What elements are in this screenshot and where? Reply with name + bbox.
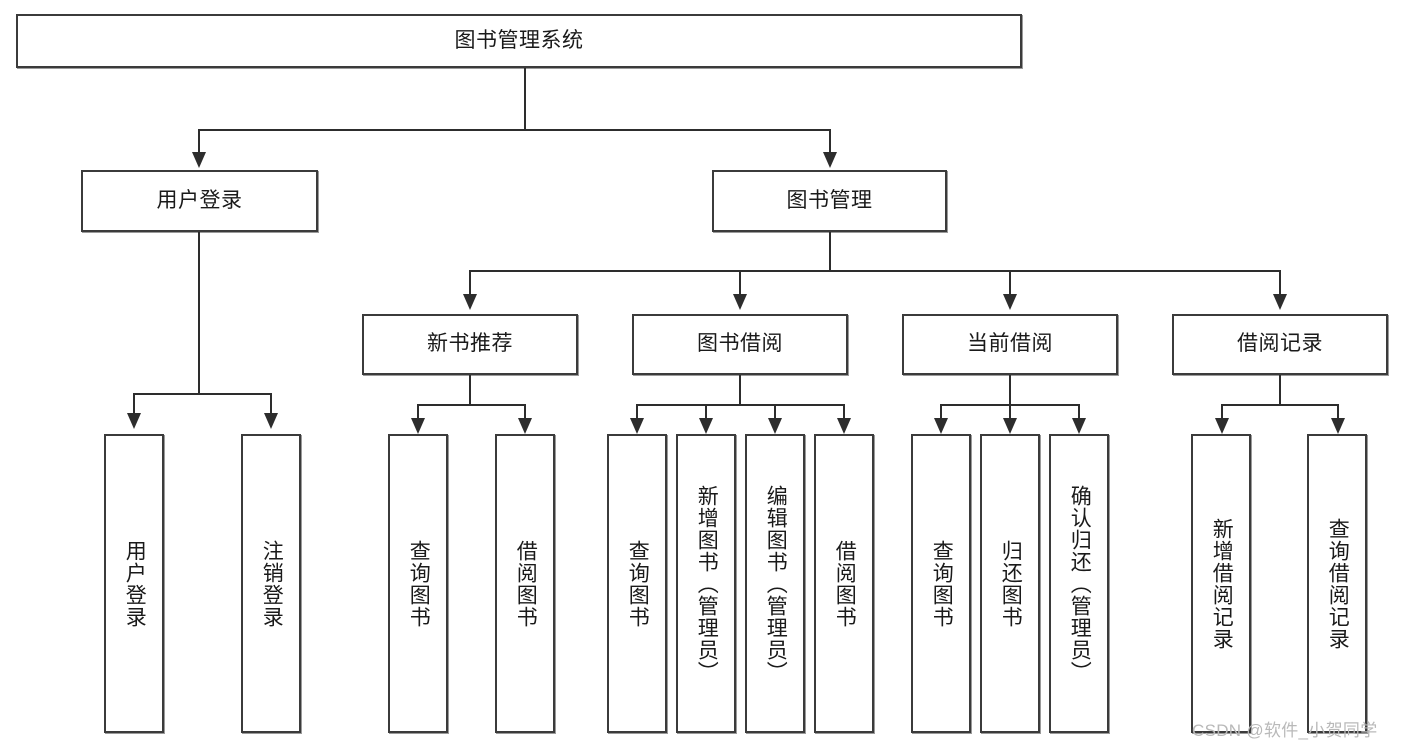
edge-to-leaf-edit-book xyxy=(774,404,776,420)
node-leaf-add-book[interactable]: 新增图书（管理员） xyxy=(676,434,736,733)
node-label: 确认归还（管理员） xyxy=(1068,484,1092,683)
node-label: 新增图书（管理员） xyxy=(695,484,719,683)
node-label: 借阅记录 xyxy=(1237,332,1323,356)
node-label: 图书管理 xyxy=(786,188,873,212)
arrowhead-leaf-query-record xyxy=(1331,418,1345,434)
node-label: 查询图书 xyxy=(626,539,650,628)
edge-to-borrow-record xyxy=(1279,270,1281,296)
arrowhead-leaf-add-record xyxy=(1215,418,1229,434)
edge-root-stem xyxy=(524,68,526,130)
edge-current-borrow-stem xyxy=(1009,375,1011,405)
arrowhead-leaf-add-book xyxy=(699,418,713,434)
node-leaf-logout[interactable]: 注销登录 xyxy=(241,434,301,733)
node-label: 查询图书 xyxy=(930,539,954,628)
node-borrow-record[interactable]: 借阅记录 xyxy=(1172,314,1388,375)
node-label: 新书推荐 xyxy=(427,332,513,356)
node-leaf-confirm-return[interactable]: 确认归还（管理员） xyxy=(1049,434,1109,733)
edge-to-book-borrow xyxy=(739,270,741,296)
node-label: 用户登录 xyxy=(156,188,243,212)
arrowhead-leaf-user-login xyxy=(127,413,141,429)
node-leaf-borrow-book-a[interactable]: 借阅图书 xyxy=(495,434,555,733)
edge-to-leaf-confirm-return xyxy=(1078,404,1080,420)
edge-to-leaf-return-book xyxy=(1009,404,1011,420)
edge-to-new-book-rec xyxy=(469,270,471,296)
arrowhead-book-manage xyxy=(823,152,837,168)
edge-to-leaf-borrow-book-b xyxy=(843,404,845,420)
edge-to-leaf-add-record xyxy=(1221,404,1223,420)
node-new-book-rec[interactable]: 新书推荐 xyxy=(362,314,578,375)
edge-to-leaf-query-book-c xyxy=(940,404,942,420)
node-label: 新增借阅记录 xyxy=(1210,517,1234,650)
node-leaf-user-login[interactable]: 用户登录 xyxy=(104,434,164,733)
arrowhead-new-book-rec xyxy=(463,294,477,310)
arrowhead-leaf-return-book xyxy=(1003,418,1017,434)
node-label: 图书借阅 xyxy=(697,332,783,356)
node-label: 借阅图书 xyxy=(514,539,538,628)
node-leaf-query-book-c[interactable]: 查询图书 xyxy=(911,434,971,733)
node-leaf-query-book-b[interactable]: 查询图书 xyxy=(607,434,667,733)
arrowhead-leaf-edit-book xyxy=(768,418,782,434)
edge-level3-bus xyxy=(469,270,1280,272)
node-leaf-add-record[interactable]: 新增借阅记录 xyxy=(1191,434,1251,733)
edge-to-book-manage xyxy=(829,129,831,154)
edge-book-manage-stem xyxy=(829,232,831,271)
node-label: 归还图书 xyxy=(999,539,1023,628)
edge-borrow-record-bus xyxy=(1221,404,1339,406)
arrowhead-leaf-borrow-book-a xyxy=(518,418,532,434)
node-label: 用户登录 xyxy=(123,539,147,628)
edge-to-leaf-borrow-book-a xyxy=(524,404,526,420)
node-leaf-edit-book[interactable]: 编辑图书（管理员） xyxy=(745,434,805,733)
edge-to-current-borrow xyxy=(1009,270,1011,296)
edge-to-leaf-query-record xyxy=(1337,404,1339,420)
edge-book-borrow-bus xyxy=(636,404,845,406)
node-user-login[interactable]: 用户登录 xyxy=(81,170,318,232)
node-book-borrow[interactable]: 图书借阅 xyxy=(632,314,848,375)
edge-new-book-rec-bus xyxy=(417,404,526,406)
edge-to-leaf-query-book-b xyxy=(636,404,638,420)
node-label: 查询图书 xyxy=(407,539,431,628)
edge-to-leaf-query-book-a xyxy=(417,404,419,420)
edge-new-book-rec-stem xyxy=(469,375,471,405)
node-root-system[interactable]: 图书管理系统 xyxy=(16,14,1022,68)
edge-to-user-login xyxy=(198,129,200,154)
arrowhead-borrow-record xyxy=(1273,294,1287,310)
node-leaf-borrow-book-b[interactable]: 借阅图书 xyxy=(814,434,874,733)
arrowhead-leaf-query-book-c xyxy=(934,418,948,434)
node-book-manage[interactable]: 图书管理 xyxy=(712,170,947,232)
edge-book-borrow-stem xyxy=(739,375,741,405)
edge-to-leaf-add-book xyxy=(705,404,707,420)
arrowhead-leaf-query-book-a xyxy=(411,418,425,434)
arrowhead-leaf-borrow-book-b xyxy=(837,418,851,434)
node-label: 借阅图书 xyxy=(833,539,857,628)
node-current-borrow[interactable]: 当前借阅 xyxy=(902,314,1118,375)
arrowhead-user-login xyxy=(192,152,206,168)
node-label: 当前借阅 xyxy=(967,332,1053,356)
node-label: 编辑图书（管理员） xyxy=(764,484,788,683)
edge-user-login-stem xyxy=(198,232,200,394)
node-label: 注销登录 xyxy=(260,539,284,628)
arrowhead-leaf-logout xyxy=(264,413,278,429)
edge-level2-bus xyxy=(198,129,831,131)
edge-to-leaf-logout xyxy=(270,393,272,415)
arrowhead-leaf-query-book-b xyxy=(630,418,644,434)
edge-borrow-record-stem xyxy=(1279,375,1281,405)
node-leaf-query-book-a[interactable]: 查询图书 xyxy=(388,434,448,733)
edge-to-leaf-user-login xyxy=(133,393,135,415)
node-leaf-query-record[interactable]: 查询借阅记录 xyxy=(1307,434,1367,733)
node-leaf-return-book[interactable]: 归还图书 xyxy=(980,434,1040,733)
arrowhead-current-borrow xyxy=(1003,294,1017,310)
edge-user-login-bus xyxy=(133,393,270,395)
arrowhead-leaf-confirm-return xyxy=(1072,418,1086,434)
node-label: 查询借阅记录 xyxy=(1326,517,1350,650)
node-label: 图书管理系统 xyxy=(454,28,584,52)
arrowhead-book-borrow xyxy=(733,294,747,310)
